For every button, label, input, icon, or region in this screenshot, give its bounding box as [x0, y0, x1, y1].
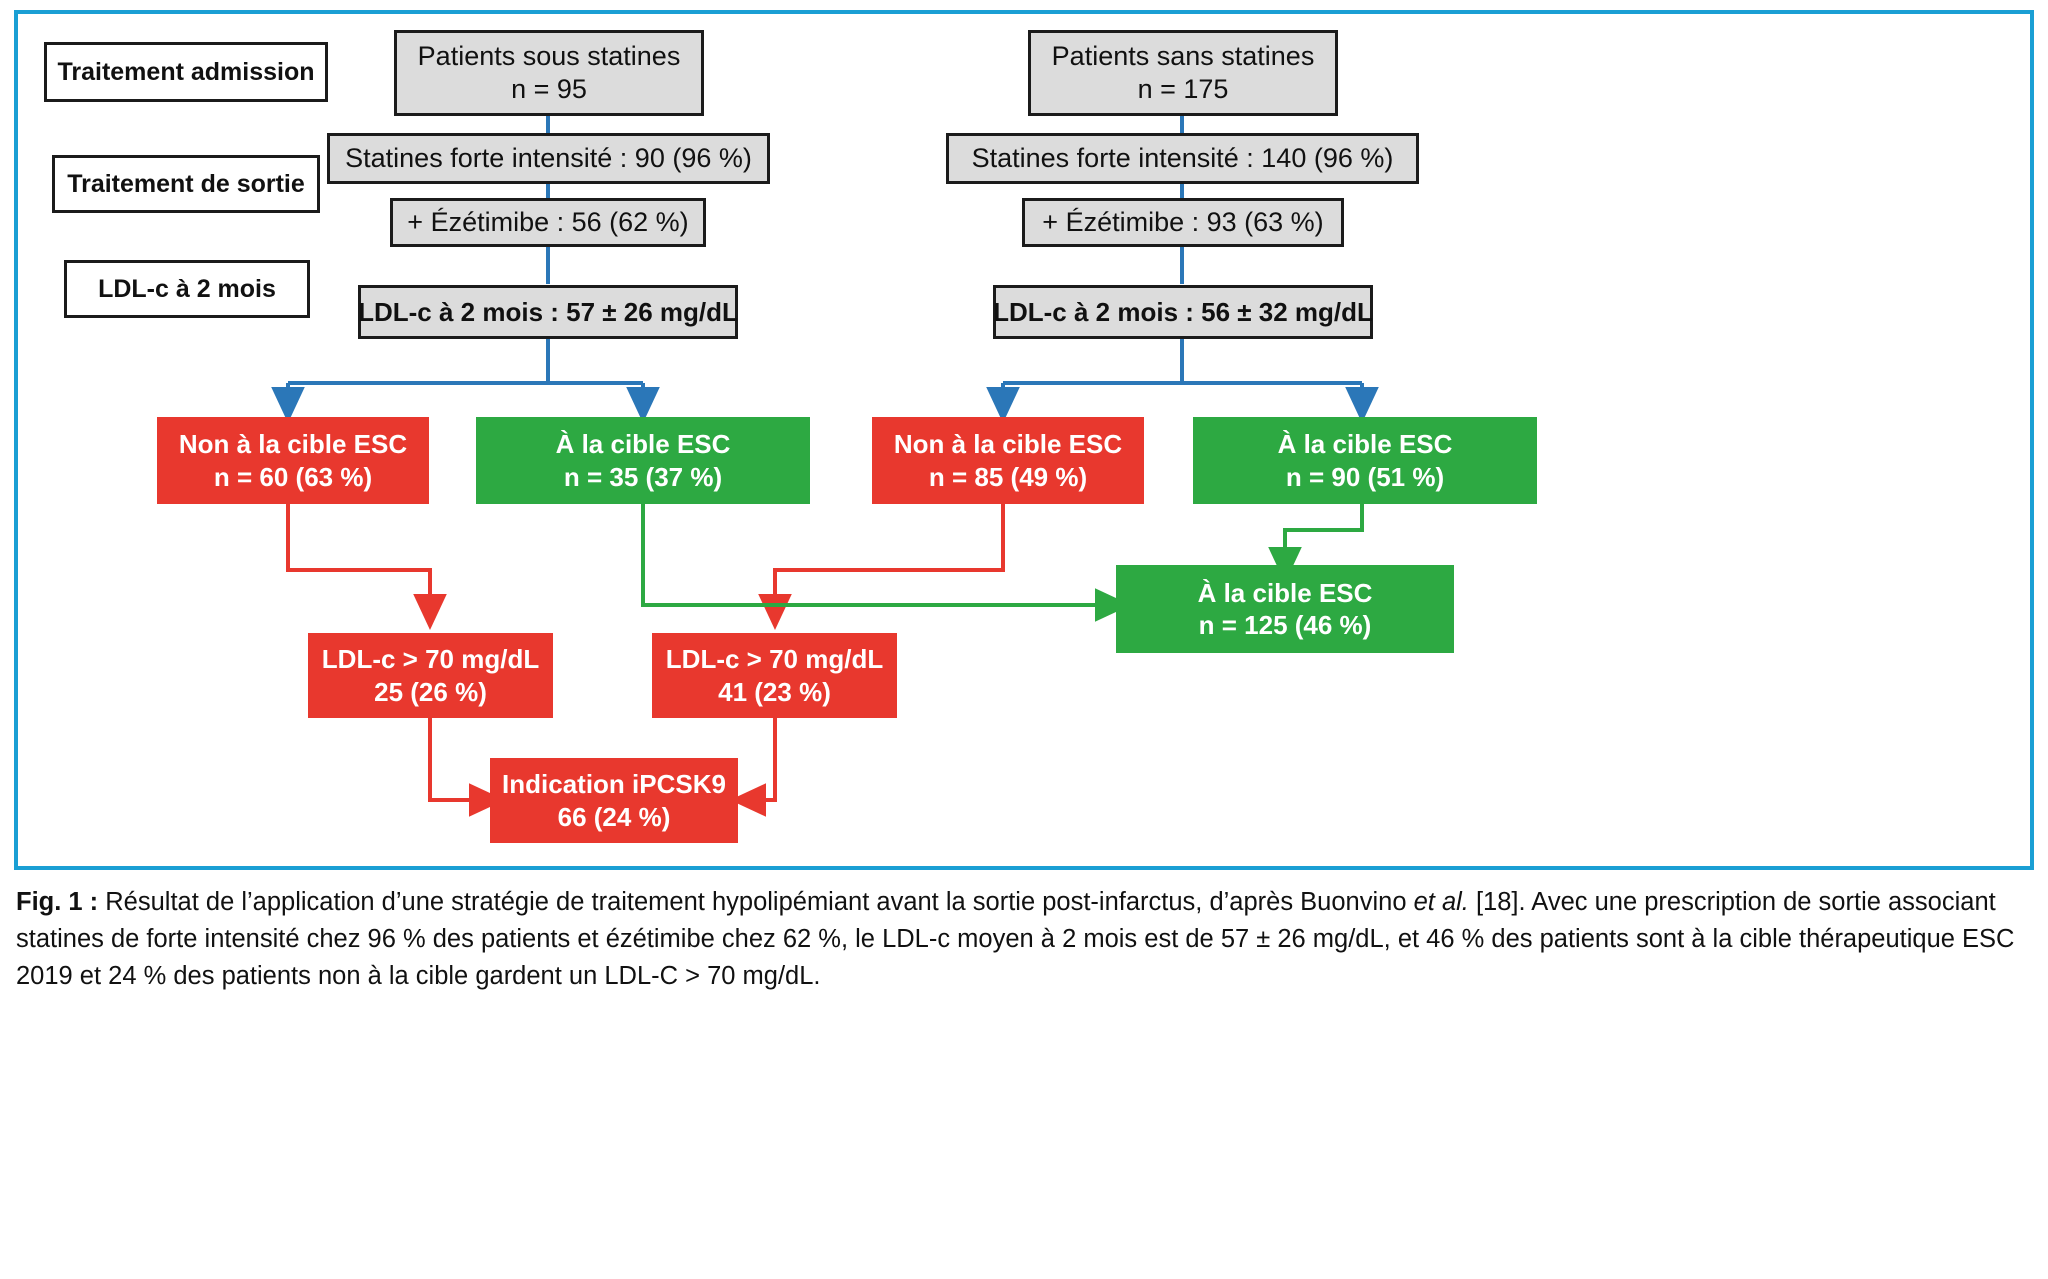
- left-ldl-text: LDL-c à 2 mois : 57 ± 26 mg/dL: [358, 296, 738, 327]
- stage-label-ldl-2months-text: LDL-c à 2 mois: [98, 274, 276, 303]
- left-at-target-line1: À la cible ESC: [555, 429, 731, 460]
- right-top-line1: Patients sans statines: [1051, 40, 1315, 71]
- right-ldl-box: LDL-c à 2 mois : 56 ± 32 mg/dL: [993, 285, 1373, 339]
- right-ldl-high-line1: LDL-c > 70 mg/dL: [665, 644, 884, 675]
- pooled-ipcsk9-line2: 66 (24 %): [557, 801, 671, 832]
- right-top-box: Patients sans statines n = 175: [1028, 30, 1338, 116]
- left-at-target-box: À la cible ESC n = 35 (37 %): [476, 417, 810, 504]
- left-ezetimibe-box: + Ézétimibe : 56 (62 %): [390, 198, 706, 247]
- right-statines-text: Statines forte intensité : 140 (96 %): [971, 142, 1394, 173]
- right-ezetimibe-text: + Ézétimibe : 93 (63 %): [1042, 206, 1324, 237]
- left-not-at-target-line1: Non à la cible ESC: [178, 429, 408, 460]
- right-not-at-target-line1: Non à la cible ESC: [893, 429, 1123, 460]
- left-ezetimibe-text: + Ézétimibe : 56 (62 %): [407, 206, 689, 237]
- caption-part2: [18]. Avec une prescription de sortie as…: [16, 888, 2015, 991]
- pooled-ipcsk9-box: Indication iPCSK9 66 (24 %): [490, 758, 738, 843]
- left-top-line1: Patients sous statines: [417, 40, 681, 71]
- caption-part1: Résultat de l’application d’une stratégi…: [98, 888, 1414, 916]
- left-not-at-target-line2: n = 60 (63 %): [213, 461, 373, 492]
- pooled-ipcsk9-line1: Indication iPCSK9: [502, 769, 726, 800]
- stage-label-discharge-text: Traitement de sortie: [67, 169, 305, 198]
- right-at-target-line2: n = 90 (51 %): [1285, 461, 1445, 492]
- right-ldl-high-box: LDL-c > 70 mg/dL 41 (23 %): [652, 633, 897, 718]
- right-not-at-target-box: Non à la cible ESC n = 85 (49 %): [872, 417, 1144, 504]
- left-ldl-high-line1: LDL-c > 70 mg/dL: [321, 644, 540, 675]
- stage-label-admission: Traitement admission: [44, 42, 328, 102]
- stage-label-admission-text: Traitement admission: [57, 57, 315, 86]
- right-at-target-box: À la cible ESC n = 90 (51 %): [1193, 417, 1537, 504]
- right-ldl-high-line2: 41 (23 %): [718, 676, 831, 707]
- pooled-at-target-line2: n = 125 (46 %): [1198, 610, 1372, 640]
- right-at-target-line1: À la cible ESC: [1277, 429, 1453, 460]
- flowchart-diagram: Traitement admission Traitement de sorti…: [44, 30, 1537, 843]
- left-ldl-box: LDL-c à 2 mois : 57 ± 26 mg/dL: [358, 285, 738, 339]
- right-not-at-target-line2: n = 85 (49 %): [928, 461, 1088, 492]
- stage-label-ldl-2months: LDL-c à 2 mois: [64, 260, 310, 318]
- left-at-target-line2: n = 35 (37 %): [563, 461, 723, 492]
- figure-caption: Fig. 1 : Résultat de l’application d’une…: [16, 884, 2032, 996]
- left-not-at-target-box: Non à la cible ESC n = 60 (63 %): [157, 417, 429, 504]
- caption-italic-etal: et al.: [1413, 888, 1469, 916]
- right-top-line2: n = 175: [1137, 74, 1229, 104]
- left-ldl-high-box: LDL-c > 70 mg/dL 25 (26 %): [308, 633, 553, 718]
- left-top-line2: n = 95: [511, 74, 587, 104]
- left-top-box: Patients sous statines n = 95: [394, 30, 704, 116]
- left-statines-text: Statines forte intensité : 90 (96 %): [345, 142, 752, 173]
- left-ldl-high-line2: 25 (26 %): [374, 676, 487, 707]
- right-ldl-text: LDL-c à 2 mois : 56 ± 32 mg/dL: [993, 296, 1373, 327]
- right-statines-box: Statines forte intensité : 140 (96 %): [946, 133, 1419, 184]
- pooled-at-target-box: À la cible ESC n = 125 (46 %): [1116, 565, 1454, 653]
- caption-figure-number: Fig. 1 :: [16, 888, 99, 916]
- left-statines-box: Statines forte intensité : 90 (96 %): [327, 133, 770, 184]
- pooled-at-target-line1: À la cible ESC: [1197, 577, 1373, 608]
- right-ezetimibe-box: + Ézétimibe : 93 (63 %): [1022, 198, 1344, 247]
- stage-label-discharge: Traitement de sortie: [52, 155, 320, 213]
